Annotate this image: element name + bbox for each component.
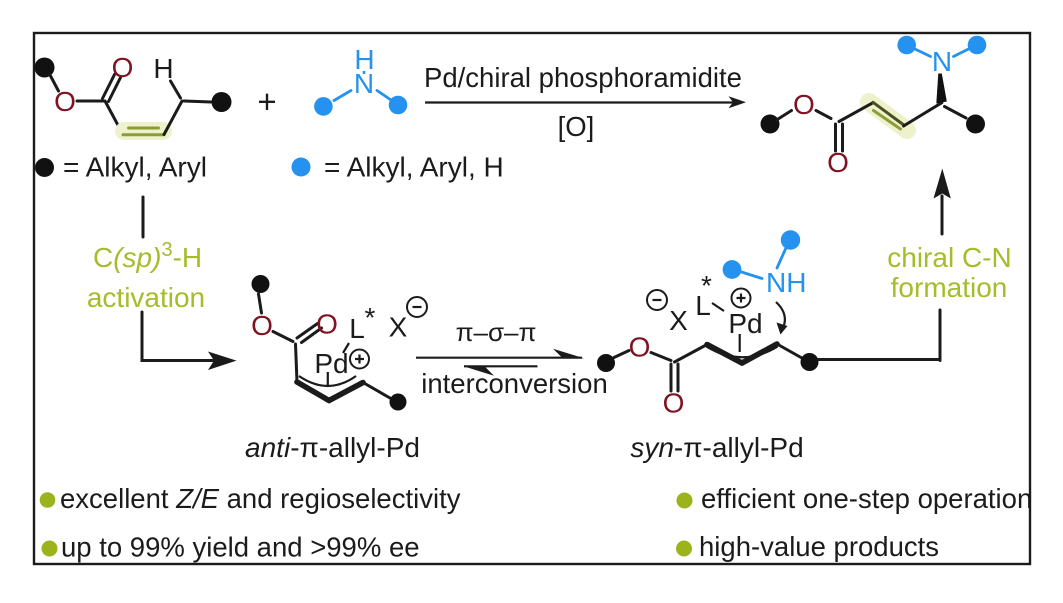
svg-text:π–σ–π: π–σ–π: [456, 317, 537, 347]
svg-text:excellent Z/E and regioselecti: excellent Z/E and regioselectivity: [60, 483, 461, 514]
svg-text:N: N: [354, 68, 374, 99]
svg-text:O: O: [827, 147, 849, 178]
svg-text:= Alkyl, Aryl: = Alkyl, Aryl: [63, 152, 207, 183]
svg-text:activation: activation: [87, 282, 205, 313]
svg-text:O: O: [54, 86, 76, 117]
svg-text:anti-π-allyl-Pd: anti-π-allyl-Pd: [245, 432, 420, 463]
svg-text:chiral C-N: chiral C-N: [887, 242, 1011, 273]
svg-text:syn-π-allyl-Pd: syn-π-allyl-Pd: [630, 432, 803, 463]
svg-text:= Alkyl, Aryl, H: = Alkyl, Aryl, H: [324, 152, 504, 183]
svg-text:L: L: [349, 313, 365, 344]
svg-text:interconversion: interconversion: [421, 368, 607, 399]
svg-text:Pd: Pd: [314, 348, 348, 379]
svg-text:X: X: [389, 312, 408, 343]
svg-text:formation: formation: [891, 272, 1008, 303]
svg-text:O: O: [663, 388, 685, 419]
svg-text:up to 99% yield and >99% ee: up to 99% yield and >99% ee: [61, 532, 420, 563]
svg-text:high-value products: high-value products: [699, 531, 939, 562]
svg-text:H: H: [354, 44, 374, 75]
svg-text:*: *: [365, 302, 376, 333]
svg-text:O: O: [793, 89, 815, 120]
svg-text:NH: NH: [766, 267, 806, 298]
svg-text:Pd: Pd: [728, 308, 762, 339]
svg-text:O: O: [112, 52, 134, 83]
svg-text:O: O: [316, 309, 338, 340]
svg-text:O: O: [629, 332, 651, 363]
svg-text:X: X: [669, 305, 688, 336]
svg-text:efficient one-step operation: efficient one-step operation: [701, 483, 1032, 514]
svg-text:*: *: [701, 270, 712, 301]
svg-text:+: +: [257, 83, 276, 120]
svg-text:L: L: [695, 290, 711, 321]
svg-text:[O]: [O]: [558, 111, 595, 142]
svg-text:O: O: [251, 310, 273, 341]
svg-text:H: H: [153, 53, 173, 84]
svg-text:N: N: [932, 46, 952, 77]
svg-text:Pd/chiral phosphoramidite: Pd/chiral phosphoramidite: [424, 62, 742, 93]
svg-text:C(sp)3-H: C(sp)3-H: [93, 239, 202, 273]
